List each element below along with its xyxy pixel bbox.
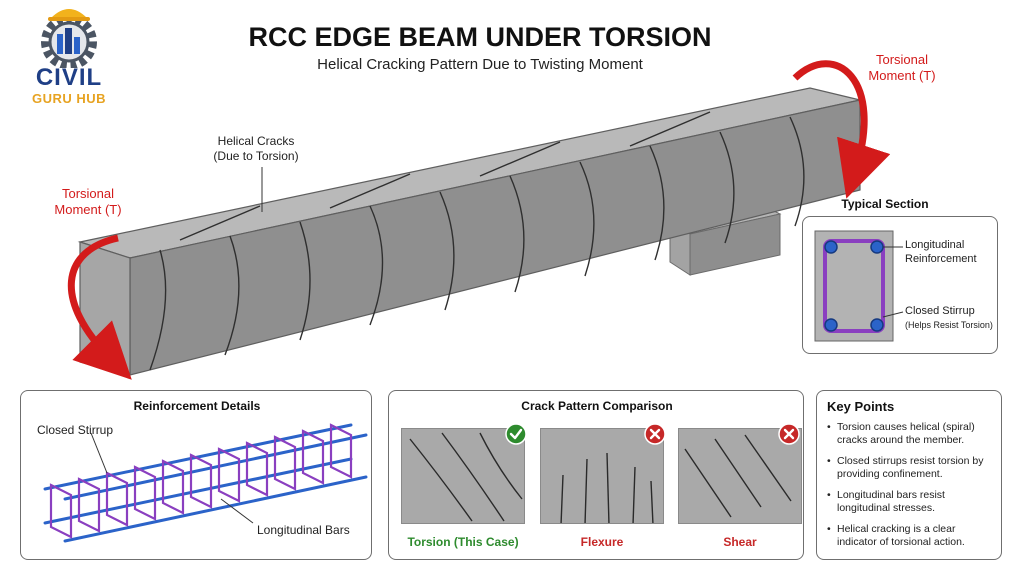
reinforcement-details-panel: Reinforcement Details Closed Stirrup Lon… xyxy=(20,390,372,560)
key-point-item: Closed stirrups resist torsion by provid… xyxy=(827,455,997,481)
key-points-panel: Key Points Torsion causes helical (spira… xyxy=(816,390,1002,560)
cross-icon-flexure xyxy=(644,423,666,445)
reinforcement-details-title: Reinforcement Details xyxy=(133,399,261,413)
section-drawing xyxy=(814,230,904,342)
helical-cracks xyxy=(149,111,805,371)
key-points-title: Key Points xyxy=(827,399,895,414)
crack-card-torsion xyxy=(401,428,525,524)
caption-torsion: Torsion (This Case) xyxy=(407,535,519,549)
shear-crack-pattern xyxy=(684,434,792,518)
gear-helmet-icon xyxy=(41,9,97,70)
cross-icon-shear xyxy=(778,423,800,445)
torsion-arrow-left xyxy=(68,234,132,380)
crack-card-shear xyxy=(678,428,802,524)
key-point-item: Helical cracking is a clear indicator of… xyxy=(827,523,997,549)
torsion-crack-pattern xyxy=(409,432,523,522)
flexure-crack-pattern xyxy=(560,452,654,523)
crack-comparison-title: Crack Pattern Comparison xyxy=(521,399,673,413)
page-title: RCC EDGE BEAM UNDER TORSION xyxy=(248,22,712,52)
rebar-top-right xyxy=(870,240,884,254)
key-points-list: Torsion causes helical (spiral) cracks a… xyxy=(827,421,997,557)
rebar-bottom-right xyxy=(870,318,884,332)
logo-text-guru-hub: GURU HUB xyxy=(31,91,107,106)
rebar-cage-drawing xyxy=(43,423,368,543)
page-subtitle: Helical Cracking Pattern Due to Twisting… xyxy=(317,56,643,73)
check-icon xyxy=(505,423,527,445)
logo-text-civil: CIVIL xyxy=(35,64,103,91)
torsion-arrow-right xyxy=(792,60,891,199)
caption-shear: Shear xyxy=(723,535,757,549)
longitudinal-reinforcement-label: Longitudinal Reinforcement xyxy=(905,239,977,265)
civil-guru-hub-logo: CIVIL GURU HUB xyxy=(14,4,124,108)
key-point-item: Torsion causes helical (spiral) cracks a… xyxy=(827,421,997,447)
key-point-item: Longitudinal bars resist longitudinal st… xyxy=(827,489,997,515)
typical-section-panel xyxy=(802,216,998,354)
closed-stirrup-label: Closed Stirrup (Helps Resist Torsion) xyxy=(905,305,993,330)
closed-stirrup-section xyxy=(823,239,885,333)
rebar-top-left xyxy=(824,240,838,254)
helical-cracks-label: Helical Cracks (Due to Torsion) xyxy=(213,134,299,163)
torsional-moment-right-label: Torsional Moment (T) xyxy=(868,52,936,83)
closed-stirrups xyxy=(49,423,353,539)
closed-stirrup-detail-label: Closed Stirrup xyxy=(37,423,114,437)
longitudinal-bars-label: Longitudinal Bars xyxy=(257,523,350,537)
caption-flexure: Flexure xyxy=(580,535,624,549)
crack-card-flexure xyxy=(540,428,664,524)
torsional-moment-left-label: Torsional Moment (T) xyxy=(54,186,122,217)
longitudinal-bars xyxy=(43,423,368,543)
typical-section-title: Typical Section xyxy=(841,197,929,211)
rebar-bottom-left xyxy=(824,318,838,332)
